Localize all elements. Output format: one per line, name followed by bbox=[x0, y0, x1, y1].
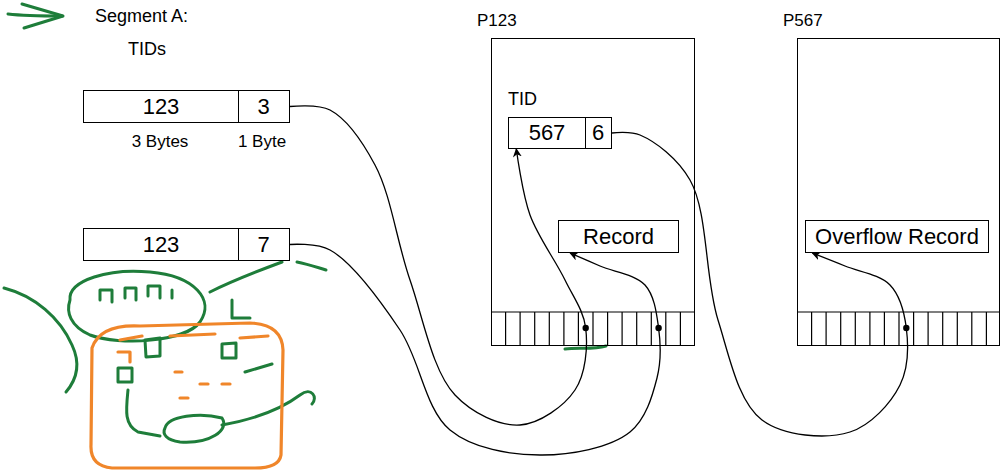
orange-outline bbox=[91, 323, 283, 468]
field-cell: 3 bbox=[238, 91, 288, 122]
tid-pointer bbox=[290, 244, 660, 455]
tid-pointer bbox=[290, 106, 586, 425]
field-cell: 567 bbox=[509, 118, 585, 148]
handwritten-marks bbox=[4, 4, 606, 442]
slot-array-p123 bbox=[491, 312, 695, 345]
page-box: P567Overflow Record bbox=[797, 38, 1000, 346]
field-cell: 123 bbox=[84, 91, 238, 122]
field-value: 123 bbox=[143, 94, 180, 119]
tid-field-box: 123 3 bbox=[83, 90, 290, 123]
tid-pointer bbox=[612, 132, 908, 435]
field-value: 6 bbox=[592, 120, 604, 145]
field-heading: TID bbox=[508, 89, 537, 110]
field-cell: 6 bbox=[585, 118, 610, 148]
orange-mark bbox=[120, 334, 268, 340]
green-scribble bbox=[222, 343, 236, 358]
field-value: 7 bbox=[257, 232, 269, 257]
record-label: Overflow Record bbox=[815, 224, 979, 249]
field-heading: TIDs bbox=[128, 39, 166, 60]
orange-mark bbox=[175, 372, 230, 398]
green-mark bbox=[565, 346, 606, 349]
green-pointer bbox=[8, 14, 62, 16]
size-label: 1 Byte bbox=[238, 132, 286, 152]
green-scribble bbox=[118, 368, 132, 382]
green-scribble bbox=[145, 338, 160, 357]
slot-array-p567 bbox=[797, 312, 1000, 345]
green-scribble bbox=[127, 390, 160, 436]
field-value: 567 bbox=[529, 120, 566, 145]
orange-mark bbox=[118, 352, 130, 362]
page-heading: P123 bbox=[477, 11, 517, 31]
tid-field-box: 567 6 bbox=[508, 117, 612, 149]
green-mark bbox=[297, 262, 326, 270]
orange-sketch bbox=[91, 323, 283, 468]
slot-dots bbox=[583, 325, 910, 331]
field-value: 3 bbox=[257, 94, 269, 119]
slot-array bbox=[491, 312, 1000, 345]
page-heading: P567 bbox=[783, 11, 823, 31]
record-label: Record bbox=[583, 224, 654, 249]
green-scribble bbox=[245, 364, 272, 372]
field-cell: 7 bbox=[238, 229, 288, 260]
green-scribble bbox=[232, 300, 250, 318]
record-box: Overflow Record bbox=[805, 220, 989, 253]
green-scribble bbox=[164, 415, 224, 442]
green-scribble bbox=[100, 286, 172, 302]
segment-label: Segment A: bbox=[95, 6, 188, 27]
field-value: 123 bbox=[143, 232, 180, 257]
green-scribble bbox=[69, 271, 205, 341]
field-cell: 123 bbox=[84, 229, 238, 260]
green-scribble bbox=[222, 392, 314, 425]
size-label: 3 Bytes bbox=[132, 132, 189, 152]
record-box: Record bbox=[558, 220, 679, 253]
green-scribble bbox=[210, 262, 282, 292]
green-scribble bbox=[4, 288, 77, 392]
page-box: P1235676Record bbox=[491, 38, 695, 346]
tid-field-box: 123 7 bbox=[83, 228, 290, 261]
